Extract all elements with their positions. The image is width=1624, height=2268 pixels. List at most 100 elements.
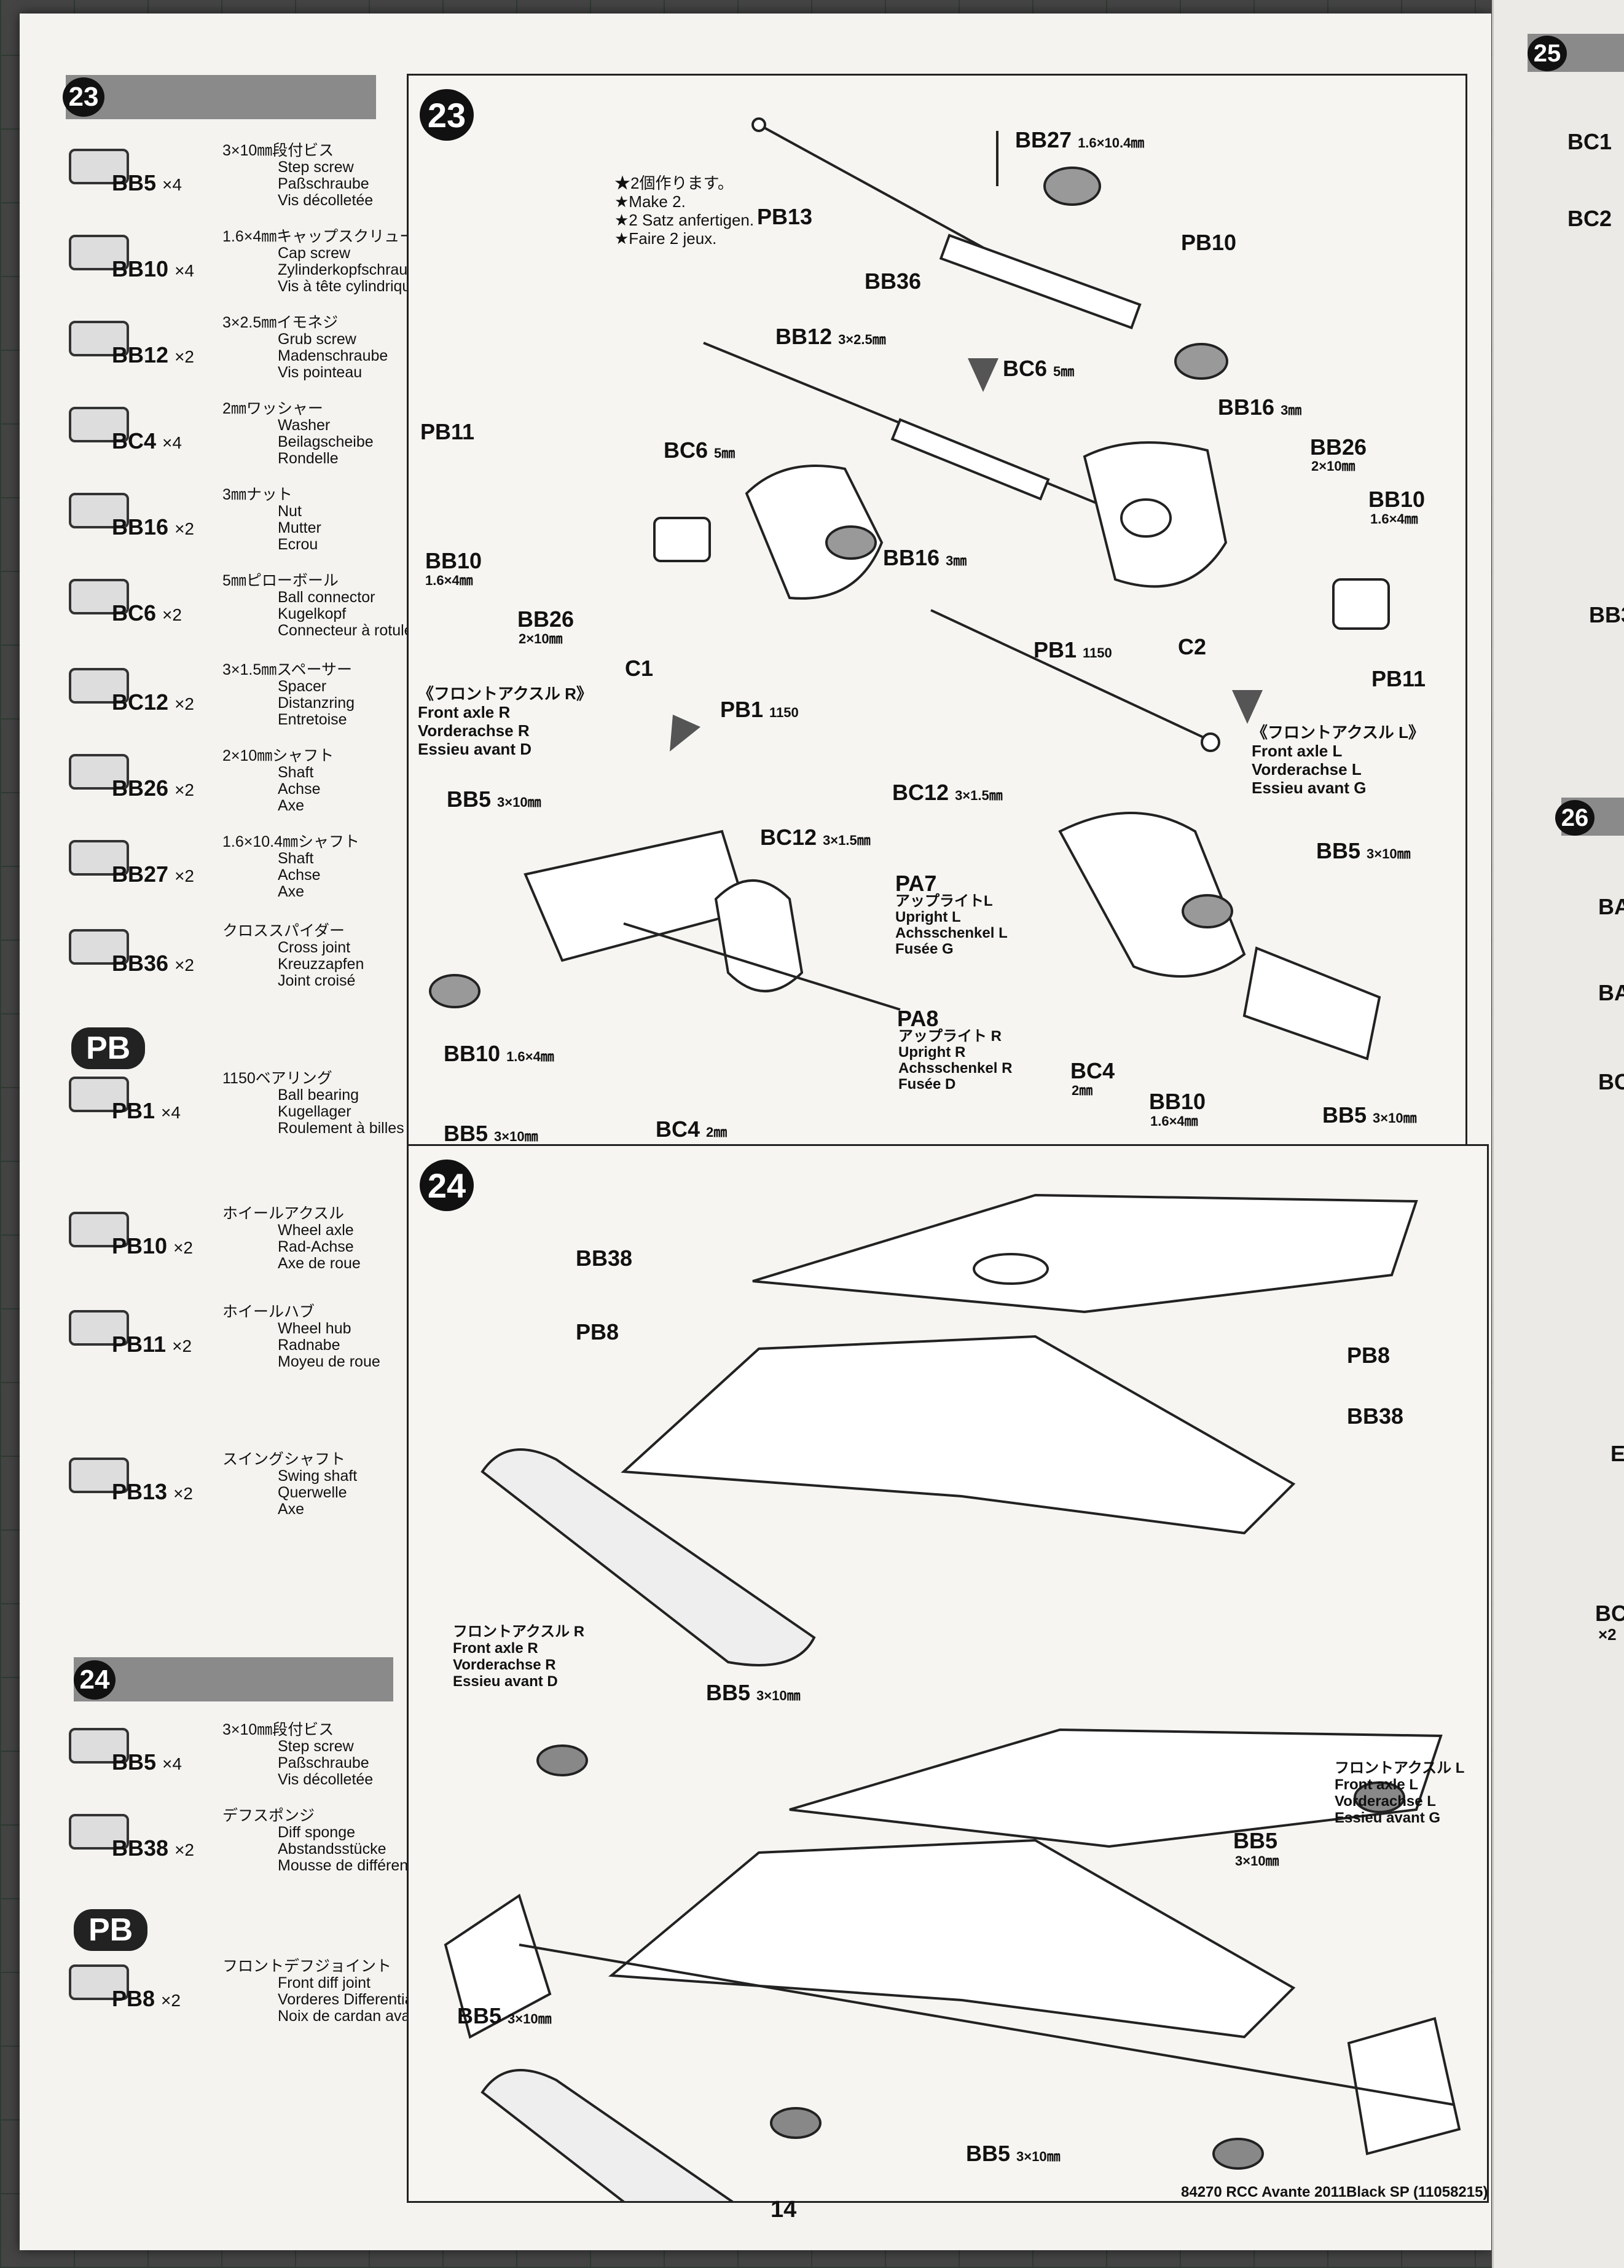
part-name-jp: 1150ベアリング <box>222 1070 332 1087</box>
part-code: BC12 ×2 <box>112 689 194 715</box>
callout-code: PB1 <box>720 697 764 722</box>
code-label: ×2 <box>1598 1625 1617 1644</box>
part-code-text: PB13 <box>112 1479 168 1504</box>
part-callout: PA7 <box>895 871 936 897</box>
part-icon <box>69 929 129 965</box>
part-callout: BB5 3×10㎜ <box>706 1680 801 1706</box>
callout-code: BB5 <box>966 2141 1011 2166</box>
part-code-text: BB36 <box>112 951 169 976</box>
part-description: Grub screw Madenschraube Vis pointeau <box>278 331 388 381</box>
axle-label: 《フロントアクスル L》 Front axle L Vorderachse L … <box>1252 723 1425 797</box>
callout-code: BB10 <box>1149 1089 1206 1114</box>
part-quantity: ×2 <box>173 1238 194 1257</box>
part-callout: BB5 3×10㎜ <box>457 2003 552 2029</box>
callout-code: C1 <box>625 656 654 681</box>
part-name-jp: クロススパイダー <box>222 922 345 940</box>
part-code: BB26 ×2 <box>112 775 194 801</box>
callout-size: 3×10㎜ <box>1373 1110 1417 1126</box>
part-quantity: ×2 <box>162 605 182 624</box>
part-callout: PB10 <box>1181 230 1236 256</box>
part-callout: C1 <box>625 656 653 681</box>
part-callout: BB5 3×10㎜ <box>1322 1102 1417 1128</box>
part-size: 2×10㎜ <box>519 631 563 646</box>
callout-size: 3×1.5㎜ <box>823 833 871 848</box>
part-callout: BB16 3㎜ <box>883 545 967 571</box>
part-icon <box>69 1728 129 1764</box>
callout-code: PB11 <box>1371 666 1426 691</box>
part-description: Wheel hub Radnabe Moyeu de roue <box>278 1320 380 1370</box>
code-label: BB3 <box>1589 602 1624 627</box>
step-23-diagram: 23 ★2個作ります。 ★Make 2. ★2 Satz anfertigen.… <box>407 74 1467 1150</box>
callout-code: BB16 <box>1218 394 1275 420</box>
next-page-edge: 25 26 BC1 BC2 BB3 BA BA BC E BC ×2 <box>1492 0 1624 2268</box>
part-icon <box>69 668 129 704</box>
part-description: Ball connector Kugelkopf Connecteur à ro… <box>278 589 413 639</box>
part-name-jp: ホイールアクスル <box>222 1205 345 1222</box>
callout-code: BB38 <box>576 1246 633 1271</box>
callout-code: BB27 <box>1015 127 1072 152</box>
part-code: BB38 ×2 <box>112 1835 194 1861</box>
part-quantity: ×4 <box>162 433 182 452</box>
part-icon <box>69 1077 129 1112</box>
part-callout: BB26 <box>517 606 574 632</box>
callout-code: PB8 <box>1347 1343 1391 1368</box>
part-icon <box>69 1814 129 1850</box>
part-code-text: PB11 <box>112 1332 167 1357</box>
part-callout: PB8 <box>1347 1343 1390 1368</box>
part-icon <box>69 1964 129 2000</box>
code-label: E <box>1610 1441 1624 1466</box>
part-description: Cross joint Kreuzzapfen Joint croisé <box>278 939 364 989</box>
part-callout: PB11 <box>1371 666 1426 692</box>
part-size: 1.6×4㎜ <box>1370 511 1418 527</box>
part-quantity: ×2 <box>175 347 194 366</box>
step-24-drawing <box>444 1193 1461 2201</box>
part-callout: BB10 <box>1149 1089 1206 1115</box>
part-code-text: BC12 <box>112 689 169 715</box>
make-two-note: ★2個作ります。 ★Make 2. ★2 Satz anfertigen. ★F… <box>614 174 755 248</box>
part-code-text: BB38 <box>112 1835 169 1861</box>
callout-size: 3×2.5㎜ <box>838 332 886 347</box>
part-size: 1.6×4㎜ <box>1150 1113 1198 1129</box>
part-description: Shaft Achse Axe <box>278 764 321 814</box>
part-icon <box>69 840 129 876</box>
step-23-drawing <box>429 117 1390 1061</box>
part-quantity: ×2 <box>161 1991 181 2010</box>
part-quantity: ×2 <box>175 694 194 713</box>
callout-code: BC12 <box>760 825 817 850</box>
step-number-badge: 23 <box>420 89 474 141</box>
callout-code: BB10 <box>425 548 482 573</box>
part-callout: BB26 <box>1310 434 1367 460</box>
callout-size: 3×10㎜ <box>756 1688 801 1703</box>
callout-code: PB1 <box>1034 637 1077 662</box>
part-callout: BC4 2㎜ <box>656 1116 727 1142</box>
part-code-text: BB26 <box>112 775 169 801</box>
part-quantity: ×4 <box>162 1754 182 1773</box>
part-code: BB5 ×4 <box>112 170 182 196</box>
part-description: Step screw Paßschraube Vis décolletée <box>278 159 374 209</box>
part-callout: BC12 3×1.5㎜ <box>892 780 1003 806</box>
callout-code: BB12 <box>775 324 833 349</box>
part-name-jp: フロントデフジョイント <box>222 1958 392 1975</box>
part-callout: BB5 <box>1233 1828 1277 1854</box>
step-number-badge: 24 <box>420 1160 474 1211</box>
part-code: PB8 ×2 <box>112 1986 181 2012</box>
upright-desc: アップライト R Upright R Achsschenkel R Fusée … <box>898 1028 1013 1093</box>
callout-code: BB26 <box>1310 434 1367 460</box>
part-callout: BB36 <box>865 269 921 294</box>
product-code: 84270 RCC Avante 2011Black SP (11058215) <box>1181 2184 1488 2200</box>
callout-code: PB13 <box>757 204 813 229</box>
part-code: BB27 ×2 <box>112 861 194 887</box>
callout-code: PB11 <box>420 419 475 444</box>
part-icon <box>69 407 129 442</box>
callout-code: BB5 <box>706 1680 751 1705</box>
callout-size: 1150 <box>1083 645 1112 661</box>
callout-code: BB5 <box>444 1121 488 1146</box>
part-callout: PB1 1150 <box>720 697 799 723</box>
part-code: BC4 ×4 <box>112 428 182 454</box>
page-number: 14 <box>771 2197 797 2223</box>
part-code: BB36 ×2 <box>112 951 194 976</box>
part-quantity: ×2 <box>175 780 194 799</box>
part-description: Swing shaft Querwelle Axe <box>278 1467 358 1518</box>
part-callout: BB10 1.6×4㎜ <box>444 1041 554 1067</box>
part-code-text: PB10 <box>112 1233 168 1258</box>
